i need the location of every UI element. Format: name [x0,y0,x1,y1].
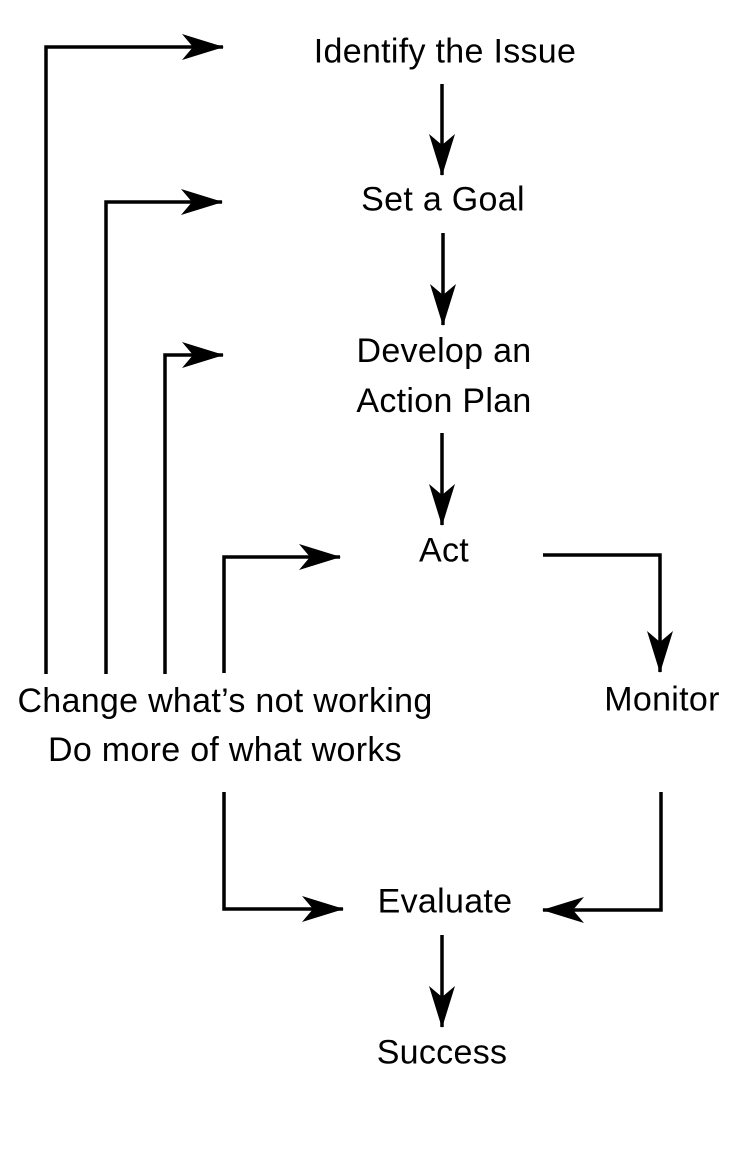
node-monitor: Monitor [604,680,720,719]
node-develop-an-action-plan: Develop an Action Plan [356,326,531,426]
node-develop-line1: Develop an [356,332,532,370]
edge-feedback-to-evaluate [222,792,344,922]
node-develop-line2: Action Plan [356,382,532,420]
note-feedback-line2: Do more of what works [48,731,402,769]
edge-feedback-to-identify [44,34,224,674]
edge-feedback-to-act [222,544,341,673]
node-success: Success [376,1033,508,1072]
node-act: Act [418,531,470,570]
node-evaluate: Evaluate [377,882,513,921]
node-set-a-goal: Set a Goal [361,180,525,219]
node-identify-the-issue: Identify the Issue [313,32,577,71]
edge-feedback-to-set-goal [104,189,223,674]
edge-monitor-to-evaluate [542,792,663,923]
edge-feedback-to-develop [163,342,224,674]
note-feedback-line1: Change what’s not working [17,682,433,720]
note-feedback: Change what’s not working Do more of wha… [17,677,432,775]
edge-act-to-monitor [543,553,673,673]
